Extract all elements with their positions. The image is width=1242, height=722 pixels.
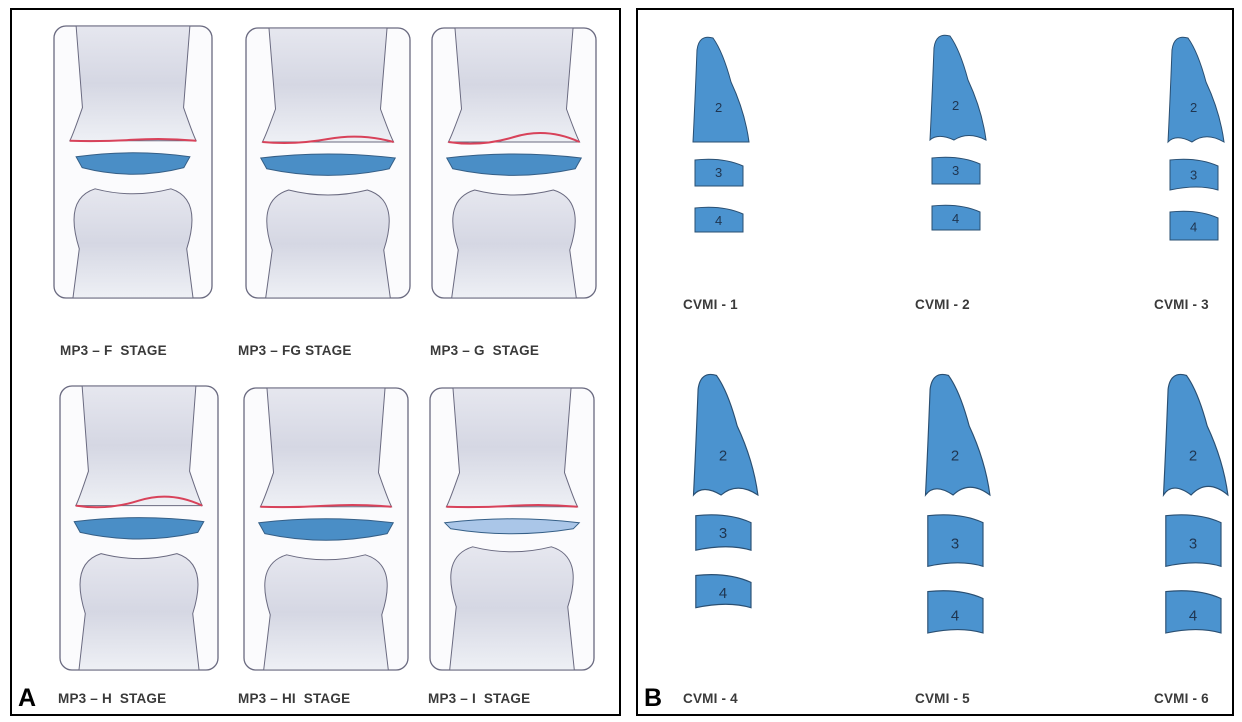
middle-phalanx-shaft (448, 28, 579, 142)
stage-label-mp3-h: MP3 – H STAGE (58, 691, 166, 706)
stage-label-cvmi-2: CVMI - 2 (915, 297, 970, 312)
proximal-phalanx-head (452, 190, 577, 298)
mp3-stage-illustrations (12, 10, 619, 714)
proximal-phalanx-head (450, 547, 575, 670)
vertebra-c3-number: 3 (719, 525, 727, 542)
cvmi-vertebrae-4: 2 3 4 (694, 374, 758, 607)
cvmi-stage-illustrations: 2 3 4 2 3 4 2 3 4 2 3 4 2 3 4 2 3 4 (638, 10, 1232, 714)
middle-phalanx-shaft (446, 388, 577, 507)
vertebra-c2 (693, 37, 749, 142)
panel-a-mp3-stages: A MP3 – F STAGE MP3 – FG STAGE MP3 – G S… (10, 8, 621, 716)
middle-phalanx-shaft (70, 26, 196, 141)
vertebra-c2 (926, 374, 990, 495)
vertebra-c3-number: 3 (1189, 536, 1197, 553)
vertebra-c2-number: 2 (1189, 448, 1197, 465)
stage-label-cvmi-5: CVMI - 5 (915, 691, 970, 706)
mp3-joint-fg (246, 28, 410, 298)
vertebra-c4-number: 4 (715, 213, 722, 228)
mp3-joint-hi (244, 388, 408, 670)
stage-label-cvmi-6: CVMI - 6 (1154, 691, 1209, 706)
stage-label-mp3-i: MP3 – I STAGE (428, 691, 530, 706)
middle-phalanx-shaft (262, 28, 393, 142)
vertebra-c2 (694, 374, 758, 495)
vertebra-c4-number: 4 (1189, 608, 1197, 625)
stage-label-mp3-f: MP3 – F STAGE (60, 343, 167, 358)
mp3-joint-i (430, 388, 594, 670)
vertebra-c2-number: 2 (719, 448, 727, 465)
vertebra-c2 (930, 35, 986, 140)
panel-a-letter: A (18, 686, 36, 711)
proximal-phalanx-head (264, 555, 389, 670)
proximal-phalanx-head (73, 189, 193, 298)
stage-label-cvmi-1: CVMI - 1 (683, 297, 738, 312)
vertebra-c2-number: 2 (715, 100, 722, 115)
stage-label-mp3-fg: MP3 – FG STAGE (238, 343, 352, 358)
cvmi-vertebrae-1: 2 3 4 (693, 37, 749, 232)
proximal-phalanx-head (266, 190, 391, 298)
vertebra-c2-number: 2 (951, 448, 959, 465)
mp3-joint-h (60, 386, 218, 670)
vertebra-c2 (1164, 374, 1228, 495)
cvmi-vertebrae-6: 2 3 4 (1164, 374, 1228, 633)
vertebra-c4-number: 4 (952, 211, 959, 226)
vertebra-c2 (1168, 37, 1224, 142)
middle-phalanx-shaft (76, 386, 202, 506)
panel-b-cvmi-stages: 2 3 4 2 3 4 2 3 4 2 3 4 2 3 4 2 3 4 B CVMI - 1 CVMI - 2 C… (636, 8, 1234, 716)
vertebra-c3-number: 3 (1190, 168, 1197, 183)
cvmi-vertebrae-5: 2 3 4 (926, 374, 990, 633)
vertebra-c4-number: 4 (1190, 220, 1197, 235)
cvmi-vertebrae-3: 2 3 4 (1168, 37, 1224, 240)
vertebra-c4-number: 4 (719, 585, 727, 602)
stage-label-mp3-g: MP3 – G STAGE (430, 343, 539, 358)
cvmi-vertebrae-2: 2 3 4 (930, 35, 986, 230)
vertebra-c3-number: 3 (951, 536, 959, 553)
vertebra-c4-number: 4 (951, 608, 959, 625)
stage-label-cvmi-3: CVMI - 3 (1154, 297, 1209, 312)
proximal-phalanx-head (79, 554, 199, 670)
stage-label-cvmi-4: CVMI - 4 (683, 691, 738, 706)
vertebra-c3-number: 3 (715, 165, 722, 180)
mp3-joint-f (54, 26, 212, 298)
mp3-joint-g (432, 28, 596, 298)
panel-b-letter: B (644, 686, 662, 711)
vertebra-c2-number: 2 (1190, 100, 1197, 115)
vertebra-c3-number: 3 (952, 163, 959, 178)
stage-label-mp3-hi: MP3 – HI STAGE (238, 691, 350, 706)
vertebra-c2-number: 2 (952, 98, 959, 113)
middle-phalanx-shaft (260, 388, 391, 507)
